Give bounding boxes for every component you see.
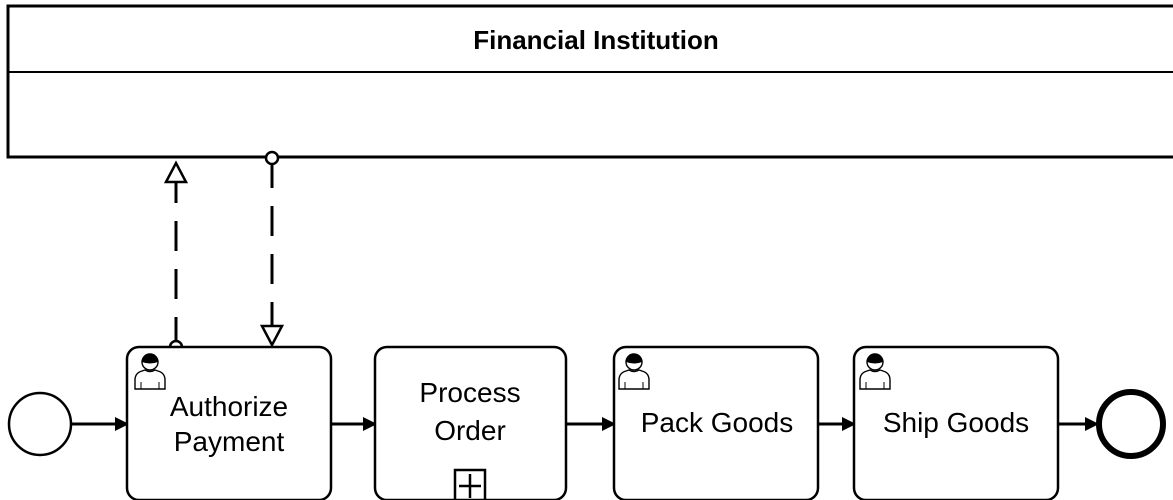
start-event[interactable] (7, 391, 73, 457)
end-event[interactable] (1096, 389, 1166, 459)
message-flow-from-pool[interactable] (259, 150, 285, 348)
task-label: Pack Goods (641, 407, 794, 438)
task-authorize-payment[interactable]: Authorize Payment (125, 345, 333, 500)
task-pack-goods[interactable]: Pack Goods (612, 345, 820, 500)
task-ship-goods[interactable]: Ship Goods (852, 345, 1060, 500)
subprocess-process-order[interactable]: Process Order (373, 345, 568, 500)
user-icon (618, 353, 650, 390)
task-label-line-1: Process (419, 377, 520, 408)
message-flow-to-pool[interactable] (163, 160, 189, 355)
user-icon (859, 353, 891, 390)
message-flow-arrow-icon (163, 160, 189, 184)
task-label-line-1: Authorize (170, 391, 288, 422)
plus-square-icon[interactable] (453, 468, 487, 500)
pool-financial-institution[interactable]: Financial Institution (6, 4, 1173, 159)
task-label-line-2: Payment (174, 426, 285, 457)
task-label: Ship Goods (883, 407, 1029, 438)
message-flow-start-marker (264, 150, 280, 166)
message-flow-arrow-icon (259, 324, 285, 348)
user-icon (134, 353, 166, 390)
task-label-line-2: Order (434, 415, 506, 446)
pool-title: Financial Institution (473, 25, 719, 55)
